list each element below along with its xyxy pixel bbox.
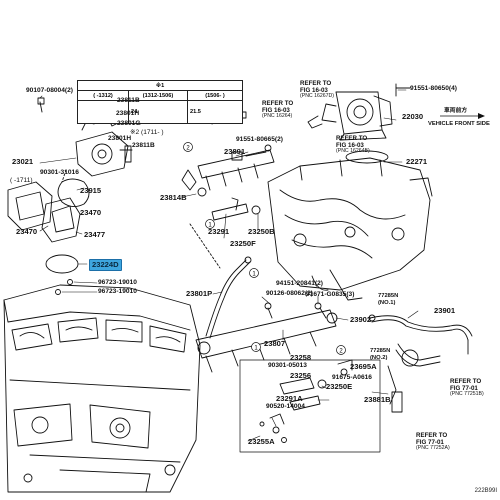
part-label[interactable]: 23811B <box>117 97 140 104</box>
leader-lines <box>39 89 419 442</box>
injector-spec-table: ※1 ( -1312) (1312-1506) (1506- ) 24 21.5 <box>77 80 243 124</box>
spec-dim-215: 21.5 <box>187 100 243 124</box>
engine-block-illustration <box>3 284 201 493</box>
part-label[interactable]: 23915 <box>80 186 102 195</box>
spec-table-title: ※1 <box>77 80 243 91</box>
part-label[interactable]: 23021 <box>12 157 34 166</box>
part-label[interactable]: 23811B <box>132 142 155 149</box>
part-label[interactable]: 23881B <box>364 395 391 404</box>
part-label[interactable]: 23255A <box>248 437 275 446</box>
note-serial-range: ※2 (1711- ) <box>130 129 164 136</box>
injector-parts-illustration <box>239 359 381 453</box>
part-label[interactable]: 90301-31016 <box>40 169 79 176</box>
callout-markers: 2 1 1 1 2 <box>183 142 346 355</box>
part-label[interactable]: 77285N (NO.1) <box>378 293 399 306</box>
fuel-rail-lower-illustration <box>195 302 338 373</box>
part-label[interactable]: 90107-08004(2) <box>26 87 73 94</box>
part-label[interactable]: 91551-80665(2) <box>236 136 283 143</box>
part-label[interactable]: 90126-08062(2) <box>266 290 313 297</box>
part-label[interactable]: 23470 <box>80 208 102 217</box>
part-label[interactable]: 91675-A0616 <box>332 374 372 381</box>
part-label[interactable]: 23250E <box>326 382 353 391</box>
vehicle-front-jp: 車両前方 <box>444 108 468 114</box>
part-label[interactable]: 23291 <box>208 227 230 236</box>
part-label[interactable]: 23801P <box>186 289 213 298</box>
svg-text:1: 1 <box>252 272 256 278</box>
part-label[interactable]: 94151-20841(2) <box>276 280 323 287</box>
part-label[interactable]: 23801G <box>117 120 141 127</box>
part-label[interactable]: 90520-14004 <box>266 403 305 410</box>
part-label[interactable]: 23891 <box>224 147 246 156</box>
part-label[interactable]: 23695A <box>350 362 377 371</box>
refer-to-fig-note[interactable]: REFER TO FIG 16-03(PNC 16264) <box>262 100 294 120</box>
svg-text:2: 2 <box>186 146 190 152</box>
spec-col-3: (1506- ) <box>187 90 243 101</box>
spec-dim-24: 24 <box>128 100 188 124</box>
svg-text:2: 2 <box>339 349 343 355</box>
part-label[interactable]: 23902 <box>350 315 372 324</box>
part-label[interactable]: 90301-05013 <box>268 362 307 369</box>
highlighted-part-label[interactable]: 23224D <box>89 259 122 271</box>
part-label[interactable]: 91551-80650(4) <box>410 85 457 92</box>
part-label[interactable]: 22271 <box>406 157 428 166</box>
fuel-rail-upper-illustration <box>181 144 275 221</box>
vehicle-front-en: VEHICLE FRONT SIDE <box>428 121 490 127</box>
intake-manifold-illustration <box>267 157 433 301</box>
refer-to-fig-note[interactable]: REFER TO FIG 77-01(PNC 77251B) <box>450 378 484 398</box>
part-label[interactable]: 23291A <box>276 394 303 403</box>
svg-text:1: 1 <box>254 346 258 352</box>
part-label[interactable]: 91671-G0835(3) <box>306 291 355 298</box>
refer-to-fig-note[interactable]: REFER TO FIG 16-03(PNC 16267D) <box>300 80 335 100</box>
fuel-hose-illustration <box>368 314 473 413</box>
part-label[interactable]: 23901 <box>434 306 456 315</box>
part-label[interactable]: 23807 <box>264 339 286 348</box>
refer-to-fig-note[interactable]: REFER TO FIG 16-03(PNC 16264B) <box>336 135 370 155</box>
vehicle-front-arrow <box>440 113 485 119</box>
part-label[interactable]: 23250F <box>230 239 256 248</box>
part-label[interactable]: 23470 <box>16 227 38 236</box>
part-label[interactable]: 23801H <box>108 135 132 142</box>
note-left-range: ( -1711) <box>10 177 33 184</box>
svg-text:1: 1 <box>208 223 212 229</box>
part-label[interactable]: 23477 <box>84 230 106 239</box>
throttle-body-illustration <box>307 83 411 164</box>
part-label[interactable]: 23256 <box>290 371 312 380</box>
part-label[interactable]: 22030 <box>402 112 424 121</box>
fuel-pipe-illustration <box>189 223 252 339</box>
part-label[interactable]: 23250B <box>248 227 275 236</box>
part-label[interactable]: 23814B <box>160 193 187 202</box>
part-label[interactable]: 96723-19010 <box>98 288 137 295</box>
refer-to-fig-note[interactable]: REFER TO FIG 77-01(PNC 77252A) <box>416 432 450 452</box>
part-label[interactable]: 96723-19010 <box>98 279 137 286</box>
figure-code: 222B99I <box>474 488 497 494</box>
part-label[interactable]: 23801H <box>116 110 140 117</box>
part-label[interactable]: 23258 <box>290 353 312 362</box>
part-label[interactable]: 77285N (NO.2) <box>370 348 391 361</box>
